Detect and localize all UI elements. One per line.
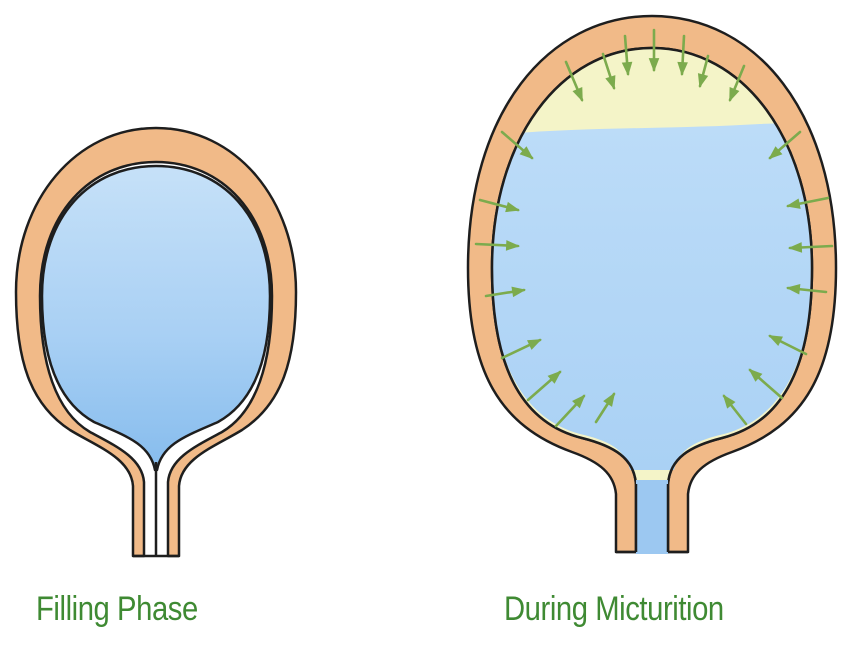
caption-filling-phase: Filling Phase	[36, 590, 198, 629]
bladder-micturition	[468, 16, 840, 600]
urine-outflow	[636, 480, 668, 554]
caption-during-micturition: During Micturition	[504, 590, 724, 629]
bladder-filling-phase	[16, 128, 296, 556]
